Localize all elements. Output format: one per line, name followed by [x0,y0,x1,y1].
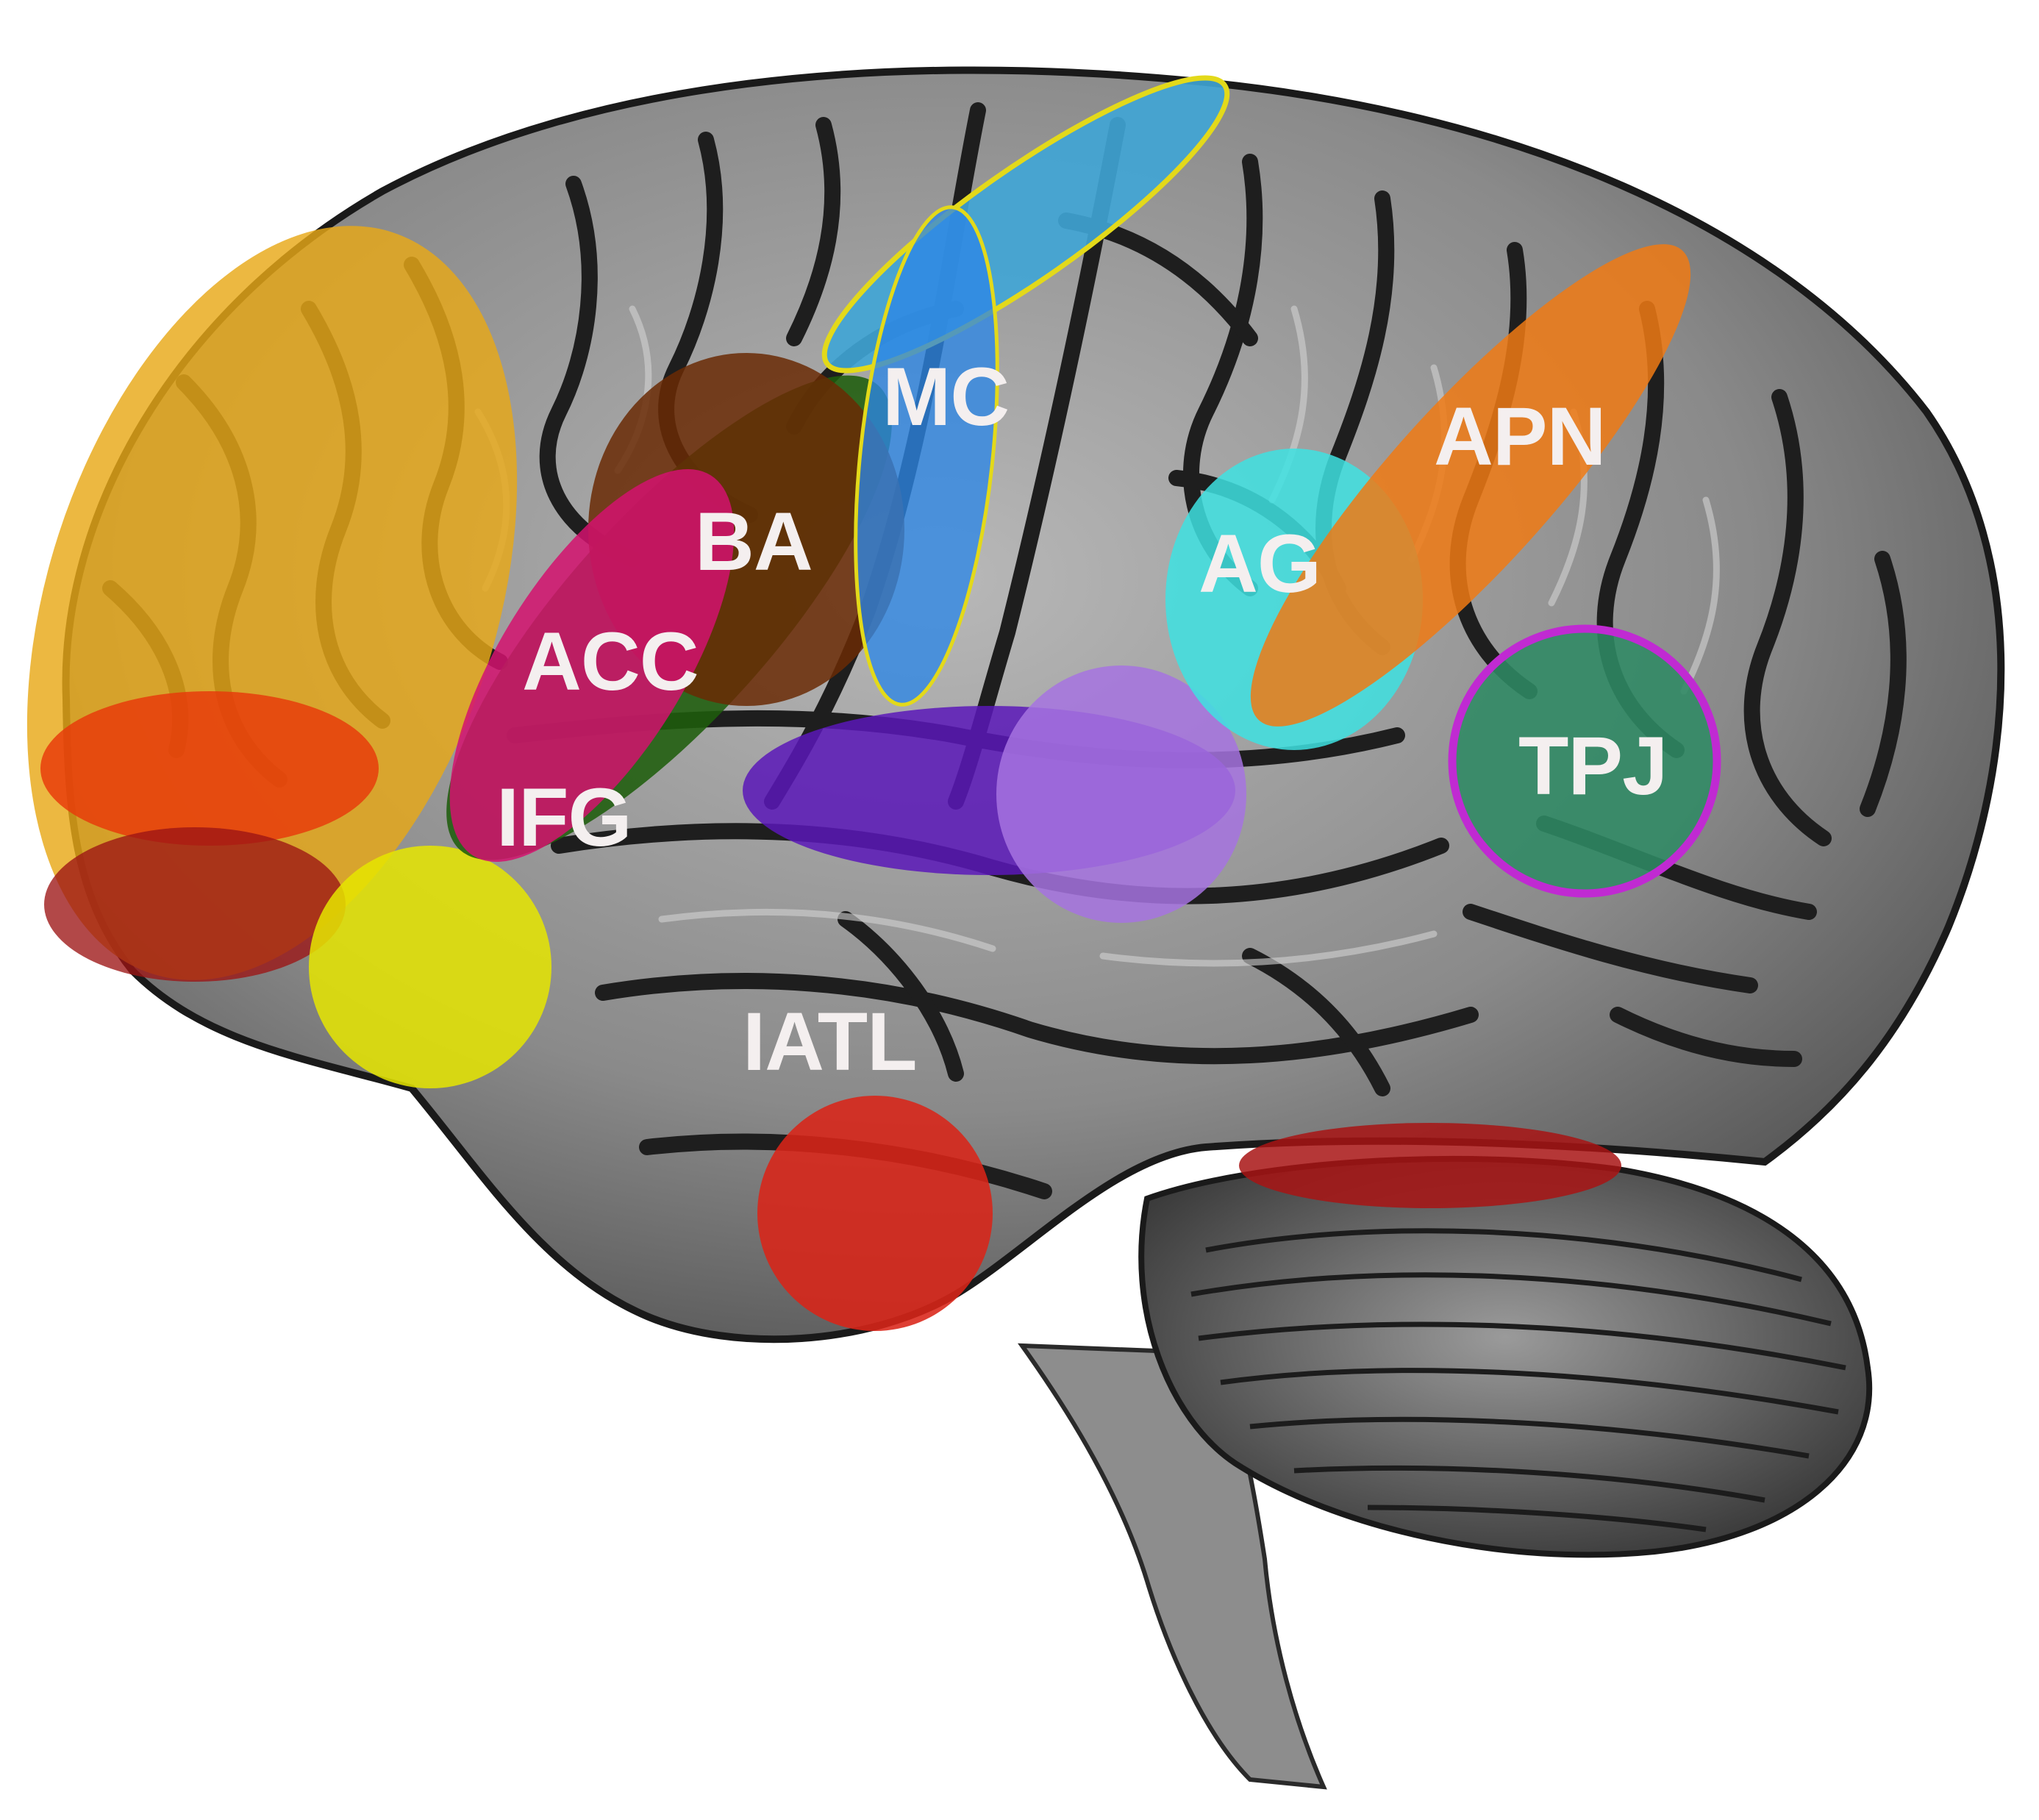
label-ifg: IFG [496,771,632,863]
label-ba: BA [695,496,813,588]
region-iatl-red[interactable] [757,1096,993,1331]
region-overlays [26,75,1743,1331]
label-tpj: TPJ [1518,720,1667,812]
region-mc-blue[interactable] [835,200,1018,711]
label-acc: ACC [522,615,699,707]
label-iatl: IATL [743,996,917,1088]
region-tpj-teal[interactable] [1448,624,1721,898]
region-orbito-lower[interactable] [44,827,346,982]
region-orbito-upper[interactable] [40,691,379,846]
label-mc: MC [882,351,1009,443]
region-frontal-pole-yellow[interactable] [309,846,551,1088]
region-lavender[interactable] [996,665,1246,923]
region-apn-orange[interactable] [1199,196,1743,774]
region-labels: MC BA ACC IFG AG APN TPJ IATL [496,351,1668,1088]
region-acc-magenta[interactable] [395,427,788,904]
region-inferior-temporal-red[interactable] [1239,1123,1621,1208]
label-ag: AG [1199,518,1321,610]
cerebellum-folia [1190,1228,1846,1532]
label-apn: APN [1434,390,1605,482]
